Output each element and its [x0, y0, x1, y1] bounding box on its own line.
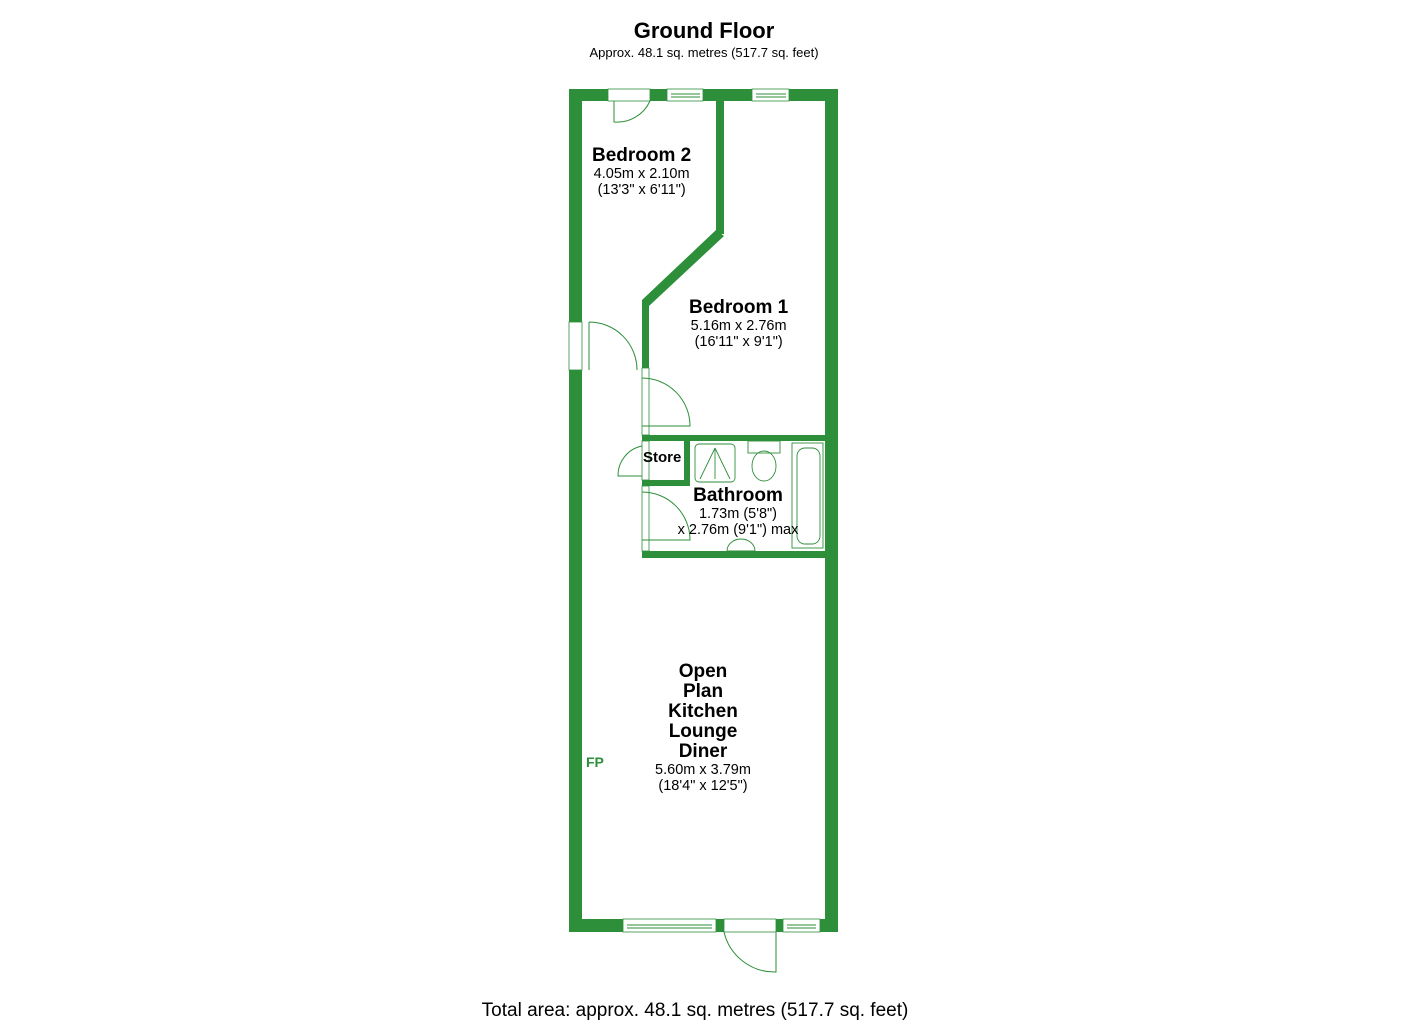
front-door-opening — [723, 918, 777, 933]
store-door-opening — [641, 440, 650, 481]
door-opening — [607, 88, 651, 102]
room-name-line: Plan — [682, 681, 724, 702]
floor-area-subtitle: Approx. 48.1 sq. metres (517.7 sq. feet) — [589, 45, 819, 60]
door-swing — [613, 100, 651, 123]
room-dimensions-metric: 4.05m x 2.10m — [593, 166, 690, 182]
room-dimensions-metric: 5.16m x 2.76m — [690, 318, 787, 334]
bathroom-fixtures — [694, 440, 824, 552]
room-name-line: Kitchen — [668, 701, 738, 722]
room-store: Store — [643, 449, 682, 466]
room-dimensions-imperial: (16'11" x 9'1") — [694, 334, 783, 350]
toilet-bowl — [751, 450, 777, 482]
room-name-line: Open — [678, 661, 728, 682]
total-area: Total area: approx. 48.1 sq. metres (517… — [481, 1000, 909, 1021]
room-dimensions-imperial: x 2.76m (9'1") max — [677, 522, 799, 538]
room-dimensions-imperial: (13'3" x 6'11") — [597, 182, 686, 198]
room-name: Bathroom — [693, 485, 783, 506]
room-name: Bedroom 1 — [689, 297, 789, 318]
bathtub — [791, 442, 824, 549]
room-bedroom-1: Bedroom 1 5.16m x 2.76m (16'11" x 9'1") — [689, 297, 789, 351]
room-dimensions-imperial: (18'4" x 12'5") — [658, 778, 748, 794]
room-bathroom: Bathroom 1.73m (5'8") x 2.76m (9'1") max — [668, 485, 808, 539]
room-name: Bedroom 2 — [592, 145, 692, 166]
room-dimensions-metric: 1.73m (5'8") — [698, 506, 778, 522]
door-swing — [641, 377, 691, 427]
room-open-plan-kitchen-lounge-diner: Open Plan Kitchen Lounge Diner 5.60m x 3… — [633, 661, 773, 795]
front-door-swing — [723, 931, 777, 973]
basin — [726, 538, 756, 552]
door-swings — [588, 93, 816, 973]
window — [666, 88, 704, 102]
door-swing — [588, 321, 638, 371]
door-opening — [568, 321, 583, 371]
room-dimensions-metric: 5.60m x 3.79m — [655, 762, 751, 778]
bathroom-door-opening — [641, 485, 650, 552]
store-door-swing — [617, 445, 643, 477]
shower-tray — [694, 443, 736, 483]
toilet-cistern — [747, 440, 781, 454]
room-name-line: Diner — [678, 741, 728, 762]
door-opening — [641, 367, 650, 436]
window — [751, 88, 790, 102]
fireplace-label: FP — [586, 754, 604, 770]
room-name-line: Lounge — [668, 721, 738, 742]
bathroom-door-swing — [641, 491, 691, 541]
room-bedroom-2: Bedroom 2 4.05m x 2.10m (13'3" x 6'11") — [592, 145, 692, 199]
floor-title: Ground Floor — [633, 18, 775, 43]
